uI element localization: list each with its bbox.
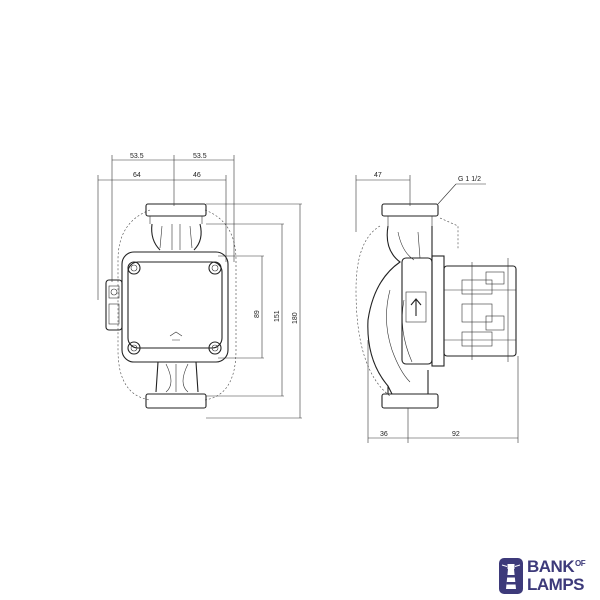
- lighthouse-icon: [499, 558, 523, 594]
- dim-front-second-right: 46: [193, 172, 201, 179]
- front-bottom-flange: [145, 393, 207, 409]
- side-bottom-flange: [381, 393, 439, 409]
- dim-side-top: 47: [374, 172, 382, 179]
- logo-word-lamps: LAMPS: [527, 575, 585, 594]
- side-view: 47 G 1 1/2 36 92: [355, 172, 519, 443]
- dim-front-vert-inner: 89: [254, 310, 261, 318]
- dim-front-top-left: 53.5: [130, 153, 144, 160]
- front-envelope: [117, 209, 237, 401]
- logo-word-of: OF: [575, 559, 586, 568]
- front-top-flange: [145, 203, 207, 217]
- side-motor-housing: [401, 257, 433, 365]
- front-connector: [105, 279, 123, 331]
- dim-side-bottom-left: 36: [380, 431, 388, 438]
- side-envelope: [355, 217, 459, 397]
- dim-side-bottom-right: 92: [452, 431, 460, 438]
- dim-front-top-right: 53.5: [193, 153, 207, 160]
- dim-front-vert-mid: 151: [274, 310, 281, 322]
- logo-word-bank: BANK: [527, 557, 575, 576]
- side-pump-casing: [367, 225, 433, 394]
- dim-front-vert-outer: 180: [292, 312, 299, 324]
- dim-front-second-left: 64: [133, 172, 141, 179]
- front-control-panel: [127, 261, 223, 349]
- front-view: 53.5 53.5 64 46 89 151 180: [97, 153, 302, 419]
- thread-label: G 1 1/2: [458, 176, 481, 183]
- side-electronics-box: [443, 265, 517, 357]
- bank-of-lamps-logo: BANK OF LAMPS: [498, 556, 598, 596]
- flow-arrow-frame: [405, 291, 427, 323]
- flow-arrow-icon: [410, 298, 422, 316]
- front-brand-mark: [169, 331, 183, 341]
